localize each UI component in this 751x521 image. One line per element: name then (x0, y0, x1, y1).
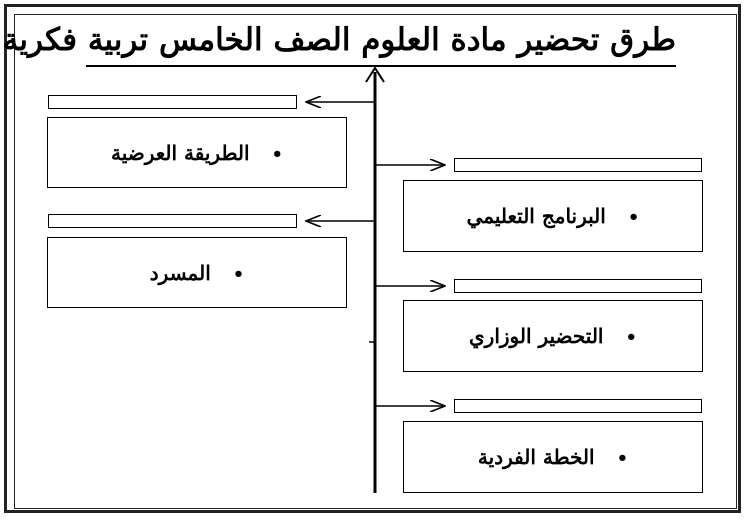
method-text: البرنامج التعليمي (466, 204, 606, 228)
bullet-icon: • (616, 448, 629, 469)
label-bar-right-1 (454, 158, 702, 172)
method-box-right-1: • البرنامج التعليمي (403, 180, 703, 252)
method-text: الخطة الفردية (477, 445, 595, 469)
method-text: الطريقة العرضية (110, 140, 250, 165)
bullet-icon: • (232, 263, 245, 285)
method-label: • الخطة الفردية (478, 445, 628, 469)
central-axis-arrowhead (365, 66, 385, 83)
outer-frame (4, 4, 741, 513)
bullet-icon: • (271, 143, 284, 165)
method-box-right-2: • التحضير الوزاري (403, 300, 703, 372)
method-label: • التحضير الوزاري (469, 324, 637, 348)
title-underline (86, 65, 676, 67)
method-label: • الطريقة العرضية (111, 141, 283, 165)
method-label: • المسرد (150, 261, 245, 285)
bullet-icon: • (625, 327, 637, 348)
method-text: المسرد (149, 260, 211, 285)
label-bar-right-3 (454, 399, 702, 413)
method-label: • البرنامج التعليمي (467, 204, 640, 228)
method-box-right-3: • الخطة الفردية (403, 421, 703, 493)
method-text: التحضير الوزاري (469, 324, 604, 348)
label-bar-right-2 (454, 279, 702, 293)
method-box-left-1: • الطريقة العرضية (47, 117, 347, 188)
label-bar-left-1 (48, 95, 297, 109)
bullet-icon: • (627, 207, 640, 228)
method-box-left-2: • المسرد (47, 237, 347, 308)
label-bar-left-2 (48, 214, 297, 228)
diagram-title: طرق تحضير مادة العلوم الصف الخامس تربية … (2, 22, 676, 58)
inner-frame (14, 14, 737, 509)
